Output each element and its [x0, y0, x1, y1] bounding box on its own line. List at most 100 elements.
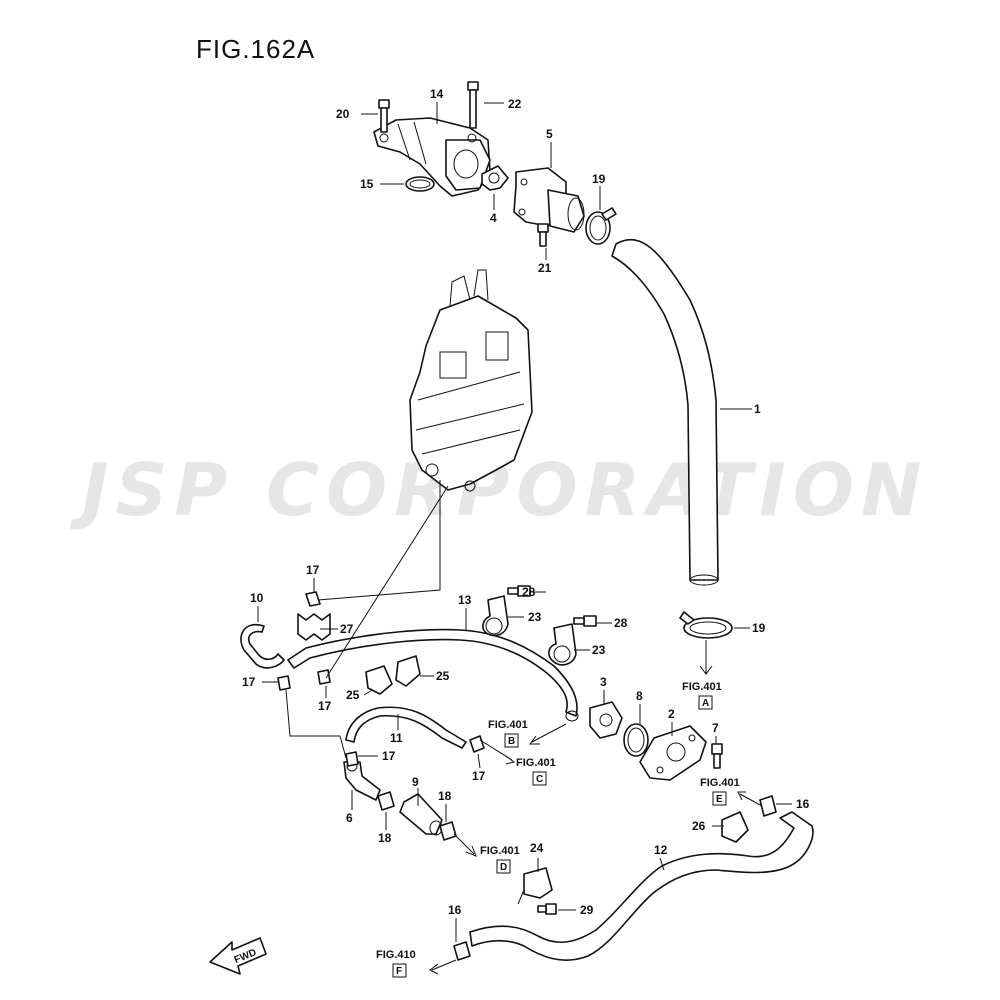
ref-fig401-a[interactable]: FIG.401 A	[682, 681, 722, 710]
svg-text:E: E	[716, 794, 723, 805]
svg-text:FIG.401: FIG.401	[700, 777, 740, 789]
hose-9[interactable]	[399, 793, 443, 836]
hose-13[interactable]	[287, 628, 579, 722]
o-ring-15[interactable]	[405, 176, 435, 192]
bolt-20[interactable]	[378, 99, 390, 133]
callout-22: 22	[508, 97, 522, 111]
callout-17-right: 17	[472, 769, 486, 783]
hose-clamp-19-lower[interactable]	[679, 611, 733, 639]
bolt-21[interactable]	[537, 223, 549, 247]
svg-text:C: C	[536, 774, 543, 785]
bolt-28-lower[interactable]	[573, 615, 597, 627]
callout-26: 26	[692, 819, 706, 833]
hose-clamp-19-upper[interactable]	[585, 207, 617, 245]
ref-fig410-f[interactable]: FIG.410 F	[376, 949, 416, 978]
svg-text:FIG.401: FIG.401	[488, 719, 528, 731]
callout-3: 3	[600, 675, 607, 689]
fitting-6[interactable]	[343, 760, 381, 801]
clip-18-right[interactable]	[439, 821, 457, 841]
callout-11: 11	[390, 731, 403, 745]
hose-11[interactable]	[345, 706, 467, 749]
callout-24: 24	[530, 841, 544, 855]
water-hose-12[interactable]	[469, 811, 814, 961]
clip-18-left[interactable]	[377, 791, 395, 811]
pressure-valve-3[interactable]	[589, 701, 623, 739]
callout-10: 10	[250, 591, 264, 605]
bracket-23-lower[interactable]	[548, 623, 577, 666]
bracket-23-upper[interactable]	[482, 595, 509, 637]
callout-23-upper: 23	[528, 610, 542, 624]
clip-16-upper[interactable]	[759, 795, 777, 817]
clamp-26[interactable]	[721, 811, 749, 843]
clip-17-top[interactable]	[305, 591, 321, 607]
valve-cover-2[interactable]	[639, 725, 707, 781]
callout-17-left: 17	[242, 675, 256, 689]
svg-text:FIG.401: FIG.401	[682, 681, 722, 693]
hose-10[interactable]	[240, 623, 285, 669]
ref-fig401-c[interactable]: FIG.401 C	[516, 757, 556, 786]
gasket-8[interactable]	[623, 723, 649, 757]
ref-fig401-b[interactable]: FIG.401 B	[488, 719, 528, 748]
callout-25-left: 25	[346, 688, 360, 702]
clip-27[interactable]	[297, 613, 331, 641]
callout-17-lower: 17	[382, 749, 396, 763]
clip-17-mid[interactable]	[317, 669, 331, 685]
callout-20: 20	[336, 107, 350, 121]
svg-text:F: F	[396, 966, 402, 977]
ref-fig401-d[interactable]: FIG.401 D	[480, 845, 520, 874]
callout-19-upper: 19	[592, 172, 606, 186]
thermostat-4[interactable]	[481, 165, 509, 191]
callout-14: 14	[430, 87, 444, 101]
callout-7: 7	[712, 721, 719, 735]
ref-fig401-e[interactable]: FIG.401 E	[700, 777, 740, 806]
clip-17-right[interactable]	[469, 735, 485, 753]
svg-text:D: D	[500, 862, 507, 873]
bolt-29[interactable]	[537, 903, 557, 915]
leader-lines	[257, 102, 792, 975]
figure-title: FIG.162A	[196, 34, 316, 64]
thermostat-cover-14[interactable]	[373, 117, 491, 197]
callout-5: 5	[546, 127, 553, 141]
callout-15: 15	[360, 177, 374, 191]
svg-text:A: A	[702, 698, 709, 709]
svg-text:FIG.410: FIG.410	[376, 949, 416, 961]
callout-9: 9	[412, 775, 419, 789]
callout-21: 21	[538, 261, 552, 275]
callout-27: 27	[340, 622, 354, 636]
callout-18-left: 18	[378, 831, 392, 845]
callout-28-upper: 28	[522, 585, 536, 599]
clamp-24[interactable]	[517, 867, 553, 905]
water-hose-1[interactable]	[611, 238, 719, 586]
callout-2: 2	[668, 707, 675, 721]
callout-8: 8	[636, 689, 643, 703]
thermostat-housing-5[interactable]	[513, 167, 585, 233]
callout-23-lower: 23	[592, 643, 606, 657]
bolt-7[interactable]	[711, 743, 723, 769]
clamp-25[interactable]	[365, 655, 421, 695]
clip-17-left[interactable]	[277, 675, 291, 691]
callout-6: 6	[346, 811, 353, 825]
callout-4: 4	[490, 211, 497, 225]
callout-25-right: 25	[436, 669, 450, 683]
callout-1: 1	[754, 402, 761, 416]
callout-16-upper: 16	[796, 797, 810, 811]
callout-17-top: 17	[306, 563, 320, 577]
callout-29: 29	[580, 903, 594, 917]
bolt-22[interactable]	[467, 81, 479, 129]
fwd-direction-arrow: FWD	[209, 937, 267, 975]
callout-16-lower: 16	[448, 903, 462, 917]
callout-28-lower: 28	[614, 616, 628, 630]
callout-12: 12	[654, 843, 668, 857]
callout-19-lower: 19	[752, 621, 766, 635]
clip-17-lower[interactable]	[345, 751, 359, 767]
callout-18-right: 18	[438, 789, 452, 803]
svg-text:FIG.401: FIG.401	[516, 757, 556, 769]
svg-text:B: B	[508, 736, 515, 747]
bolt-28-upper[interactable]	[507, 585, 531, 597]
callout-17-mid: 17	[318, 699, 332, 713]
svg-text:FIG.401: FIG.401	[480, 845, 520, 857]
clip-16-lower[interactable]	[453, 941, 471, 961]
callout-13: 13	[458, 593, 472, 607]
